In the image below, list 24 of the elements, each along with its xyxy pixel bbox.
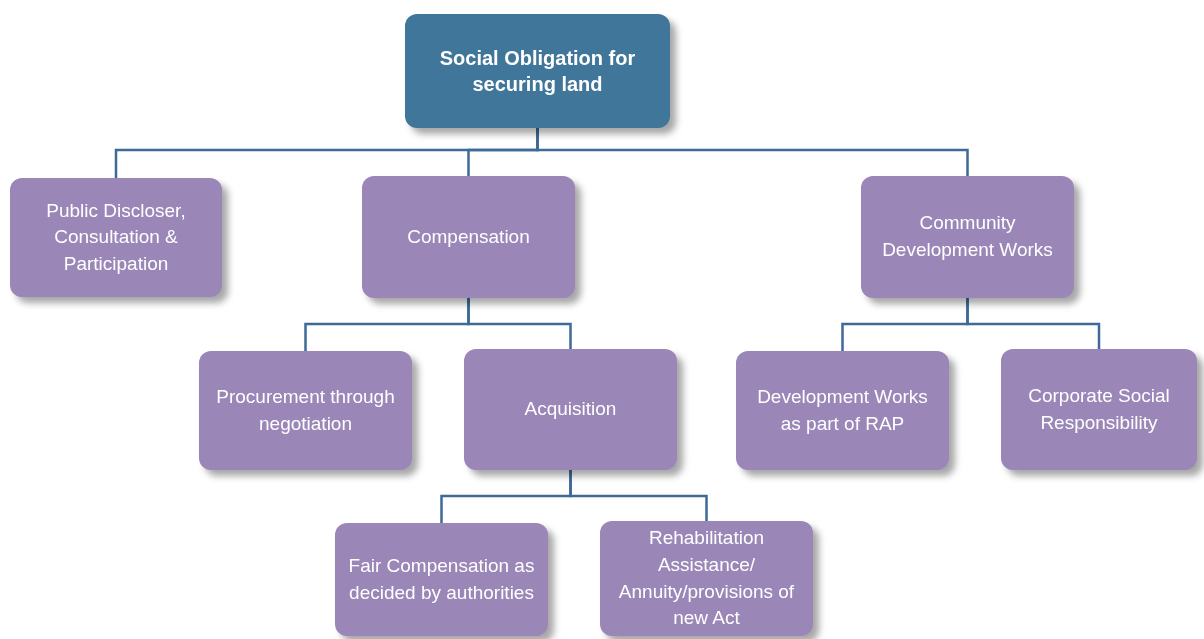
node-label: Development Works as part of RAP bbox=[756, 384, 929, 436]
connector-line bbox=[536, 128, 969, 176]
root-box bbox=[405, 14, 670, 128]
node-label: Compensation bbox=[407, 224, 530, 249]
connector-line bbox=[569, 470, 708, 521]
category-box bbox=[335, 523, 548, 636]
category-box bbox=[600, 521, 813, 636]
connector-line bbox=[966, 298, 1101, 349]
node-label: Procurement through negotiation bbox=[215, 384, 396, 436]
node-label: Acquisition bbox=[524, 397, 617, 422]
category-box bbox=[10, 178, 222, 297]
category-box bbox=[1001, 349, 1197, 470]
node-label: Public Discloser, Consultation & Participation bbox=[45, 198, 187, 276]
category-box bbox=[861, 176, 1074, 298]
node-label: Corporate Social Responsibility bbox=[1027, 383, 1171, 435]
category-box bbox=[199, 351, 412, 470]
node-label: Social Obligation for securing land bbox=[438, 46, 637, 97]
node-label: Community Development Works bbox=[881, 211, 1054, 262]
category-box bbox=[464, 349, 677, 470]
connector-line bbox=[467, 298, 572, 349]
node-label: Fair Compensation as decided by authorities bbox=[347, 553, 536, 605]
node-label: Rehabilitation Assistance/ Annuity/provisions of new Act bbox=[617, 526, 796, 631]
category-box bbox=[362, 176, 575, 298]
category-box bbox=[736, 351, 949, 470]
